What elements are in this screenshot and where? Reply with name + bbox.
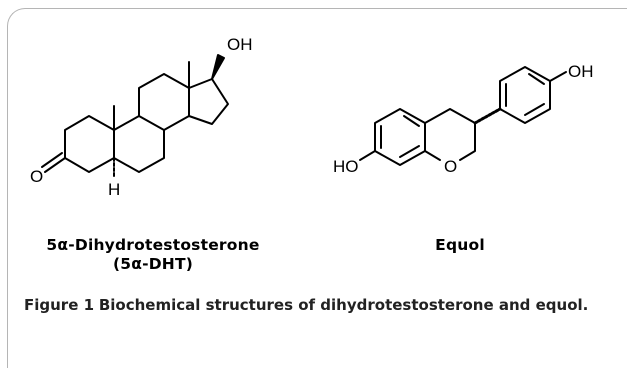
dht-name: 5α-Dihydrotestosterone (5α-DHT) bbox=[38, 236, 268, 274]
chemical-structures: OH O H OH HO O bbox=[30, 35, 594, 199]
equol-oh-label: OH bbox=[568, 62, 594, 81]
dht-name-line2: (5α-DHT) bbox=[112, 255, 194, 273]
dht-h-label: H bbox=[108, 180, 120, 199]
dht-oh-label: OH bbox=[227, 35, 253, 54]
figure-frame bbox=[7, 8, 627, 368]
dht-name-line1: 5α-Dihydrotestosterone bbox=[46, 236, 260, 254]
caption-label: Figure 1 bbox=[24, 296, 95, 314]
caption-text: Biochemical structures of dihydrotestost… bbox=[98, 296, 589, 314]
equol-name: Equol bbox=[435, 236, 485, 254]
figure-caption: Figure 1 Biochemical structures of dihyd… bbox=[24, 294, 610, 317]
equol-o-label: O bbox=[444, 157, 457, 176]
equol-structure bbox=[359, 66, 567, 166]
dht-structure bbox=[41, 54, 229, 177]
equol-ho-label: HO bbox=[333, 157, 359, 176]
dht-o-label: O bbox=[30, 167, 43, 186]
